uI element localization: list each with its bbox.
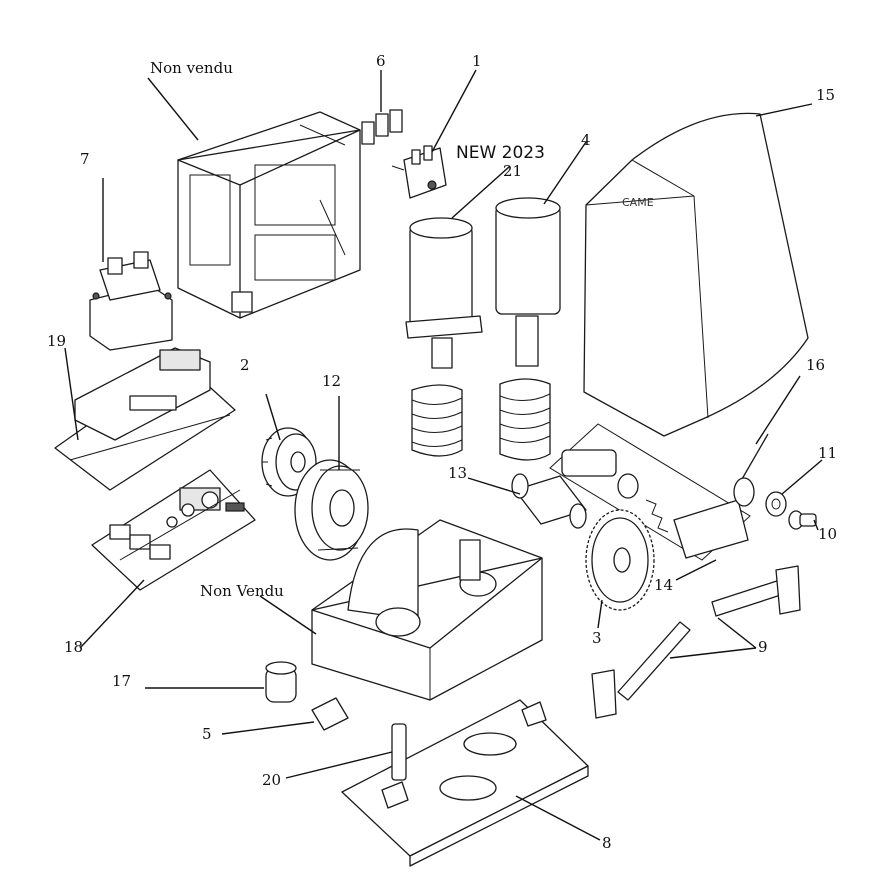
callout-19: 19	[47, 332, 66, 350]
part-15-cover: CAME	[583, 112, 809, 437]
callout-12: 12	[322, 372, 341, 390]
part-5-terminal	[311, 697, 349, 731]
callout-6: 6	[376, 52, 386, 70]
callout-4: 4	[581, 131, 591, 149]
part-9-brackets	[591, 565, 801, 719]
part-3-gear	[585, 509, 655, 611]
part-12-pulley-disc	[294, 459, 369, 561]
note-new-2023: NEW 2023	[456, 143, 545, 163]
part-13-shaft	[511, 473, 587, 529]
callout-11: 11	[818, 444, 837, 462]
callout-2: 2	[240, 356, 250, 374]
callout-9: 9	[758, 638, 768, 656]
part-19-board-cover	[54, 347, 236, 491]
part-6-clips	[361, 109, 403, 145]
leader-lines	[64, 69, 823, 841]
part-17-capacitor	[265, 661, 297, 703]
part-8-base-plate	[341, 699, 589, 867]
callout-8: 8	[602, 834, 612, 852]
part-21-motor-new	[405, 217, 483, 457]
cover-logo: CAME	[622, 196, 654, 209]
callout-labels: Non vendu 6 1 NEW 2023 21 4 15 7 19 2 12…	[47, 52, 837, 852]
callout-15: 15	[816, 86, 835, 104]
part-1-connector	[391, 145, 447, 199]
chassis-frame	[177, 111, 361, 319]
part-10-screw	[788, 510, 817, 530]
callout-17: 17	[112, 672, 131, 690]
note-not-sold-bottom: Non Vendu	[200, 582, 284, 600]
part-18-control-board	[91, 469, 256, 591]
callout-5: 5	[202, 725, 212, 743]
callout-20: 20	[262, 771, 281, 789]
callout-13: 13	[448, 464, 467, 482]
callout-16: 16	[806, 356, 825, 374]
gearbox-body	[311, 519, 543, 701]
callout-18: 18	[64, 638, 83, 656]
callout-7: 7	[80, 150, 90, 168]
note-not-sold-top: Non vendu	[150, 59, 233, 77]
part-14-limit-assembly	[549, 423, 751, 561]
part-4-motor	[495, 197, 561, 461]
callout-14: 14	[654, 576, 673, 594]
part-7-transformer	[89, 251, 173, 351]
callout-1: 1	[472, 52, 482, 70]
part-20-stud	[391, 723, 407, 781]
part-16-lever	[733, 433, 769, 507]
callout-3: 3	[592, 629, 602, 647]
part-11-nut	[765, 491, 787, 517]
callout-10: 10	[818, 525, 837, 543]
callout-21: 21	[503, 162, 522, 180]
